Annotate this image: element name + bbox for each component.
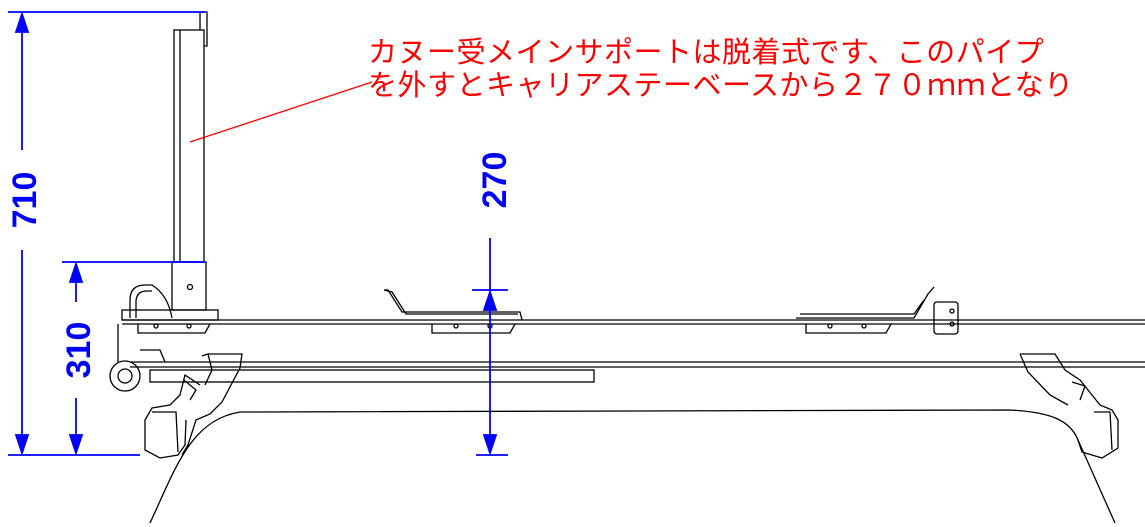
dimension-310-label: 310 xyxy=(60,322,98,379)
annotation-leader-line xyxy=(189,81,373,143)
pipe-clamp-hook xyxy=(129,284,173,319)
front-cradle xyxy=(796,286,959,335)
rear-bracket xyxy=(137,323,211,334)
car-roof-outline xyxy=(149,409,1116,524)
front-foot xyxy=(1019,353,1119,459)
middle-cradle xyxy=(383,289,523,334)
dimension-710 xyxy=(8,11,205,456)
rear-roller xyxy=(109,324,166,392)
dimension-710-label: 710 xyxy=(6,172,44,229)
annotation-note: カヌー受メインサポートは脱着式です、このパイプ を外すとキャリアステーベースから… xyxy=(368,36,1074,102)
dimension-270 xyxy=(472,238,508,456)
dimension-310 xyxy=(62,261,205,456)
annotation-line-2: を外すとキャリアステーベースから２７０ｍｍとなり xyxy=(368,68,1074,102)
rear-foot xyxy=(144,353,243,459)
main-support-pipe xyxy=(121,11,219,321)
annotation-line-1: カヌー受メインサポートは脱着式です、このパイプ xyxy=(368,35,1045,69)
dimension-270-label: 270 xyxy=(476,152,514,209)
carrier-rails xyxy=(122,319,1145,383)
